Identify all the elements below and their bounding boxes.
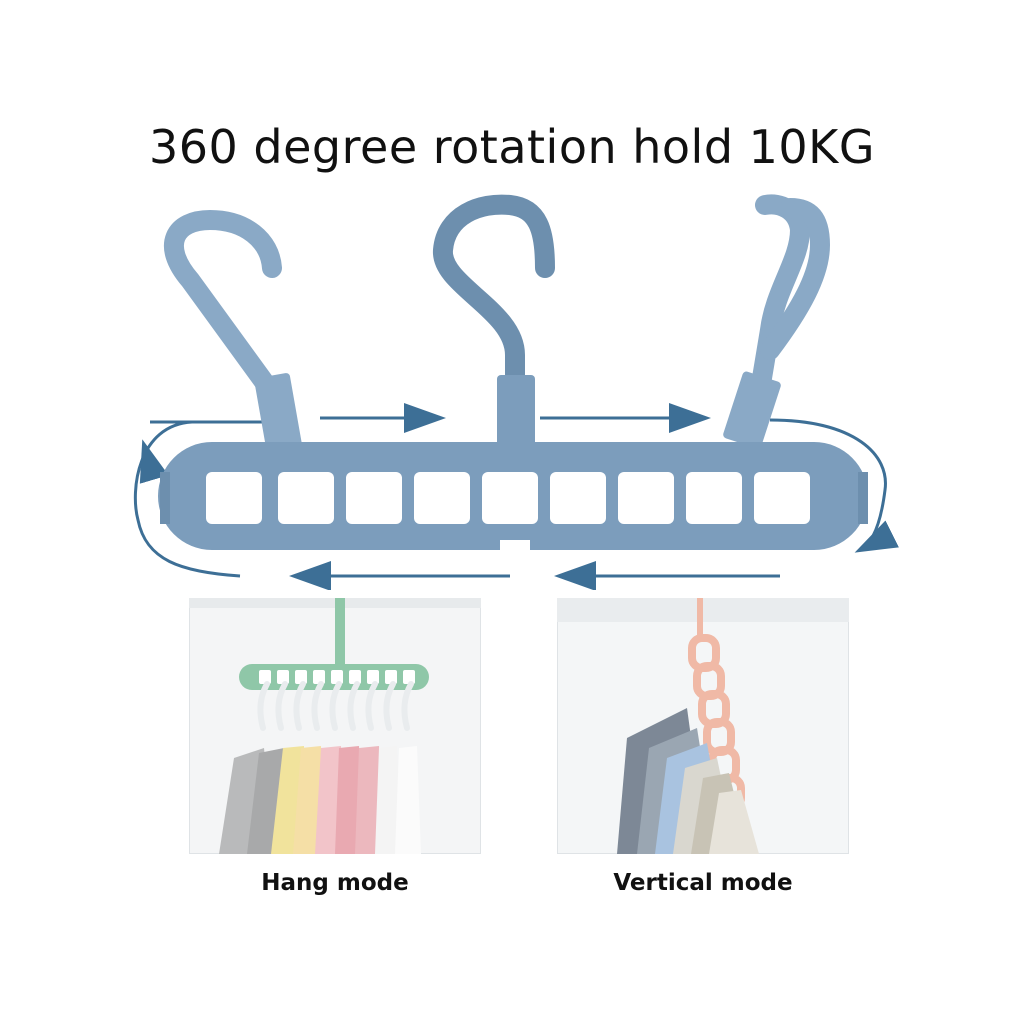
hanger-bar xyxy=(158,442,868,552)
hook-center xyxy=(433,194,555,460)
hang-mode-photo xyxy=(189,598,481,854)
vertical-mode-label: Vertical mode xyxy=(613,870,793,896)
headline: 360 degree rotation hold 10KG xyxy=(149,120,875,174)
hook-left xyxy=(163,209,302,452)
hang-mode-label: Hang mode xyxy=(261,870,409,896)
hook-right xyxy=(723,194,831,449)
rotation-arrows xyxy=(133,403,899,590)
hanger-rotation-illustration xyxy=(133,194,899,590)
vertical-mode-photo xyxy=(557,598,849,854)
